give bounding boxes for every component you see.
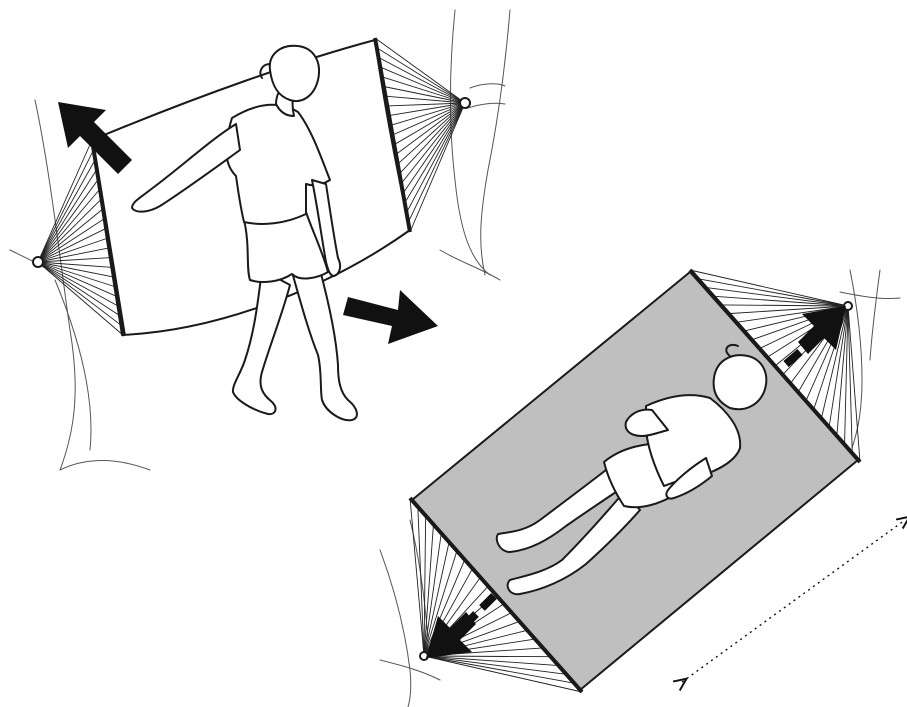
hammock-cord xyxy=(38,179,98,262)
hammock-cord xyxy=(38,169,97,262)
arrow-down-right xyxy=(343,290,438,344)
hammock-cord xyxy=(38,199,102,262)
hammock-cord xyxy=(410,103,465,232)
hammock-cord xyxy=(721,305,848,306)
hammock-cord xyxy=(38,160,95,262)
hammock-cord xyxy=(418,507,424,656)
hammock-cord xyxy=(848,306,860,462)
far-right-tree xyxy=(840,270,900,448)
hammock-cord xyxy=(410,498,424,656)
hammock-cord xyxy=(407,103,466,213)
hammock-cord xyxy=(424,656,566,674)
hammock-cord xyxy=(38,262,122,326)
hammock-cord xyxy=(38,262,124,336)
hammock-cord xyxy=(408,103,465,222)
left-anchor-ring xyxy=(33,257,43,267)
scene-lying xyxy=(380,270,905,707)
right-anchor-ring xyxy=(460,98,470,108)
right-tree xyxy=(440,10,510,280)
arrow-to-top-right-anchor xyxy=(786,306,846,364)
bottom-left-tree xyxy=(380,520,440,707)
hammock-cord xyxy=(387,103,465,106)
hammock-cord xyxy=(424,656,551,657)
scene-stretching xyxy=(10,10,510,470)
hammock-cord xyxy=(400,103,466,174)
